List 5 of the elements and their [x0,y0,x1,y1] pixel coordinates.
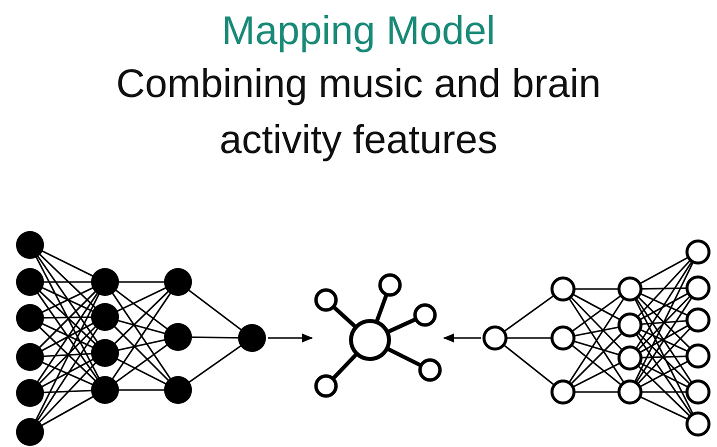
subtitle: Combining music and brain activity features [115,61,602,164]
title: Mapping Model [222,8,496,55]
hub-network-drawing [312,271,444,400]
arrow [268,334,314,342]
arrow [442,334,481,342]
